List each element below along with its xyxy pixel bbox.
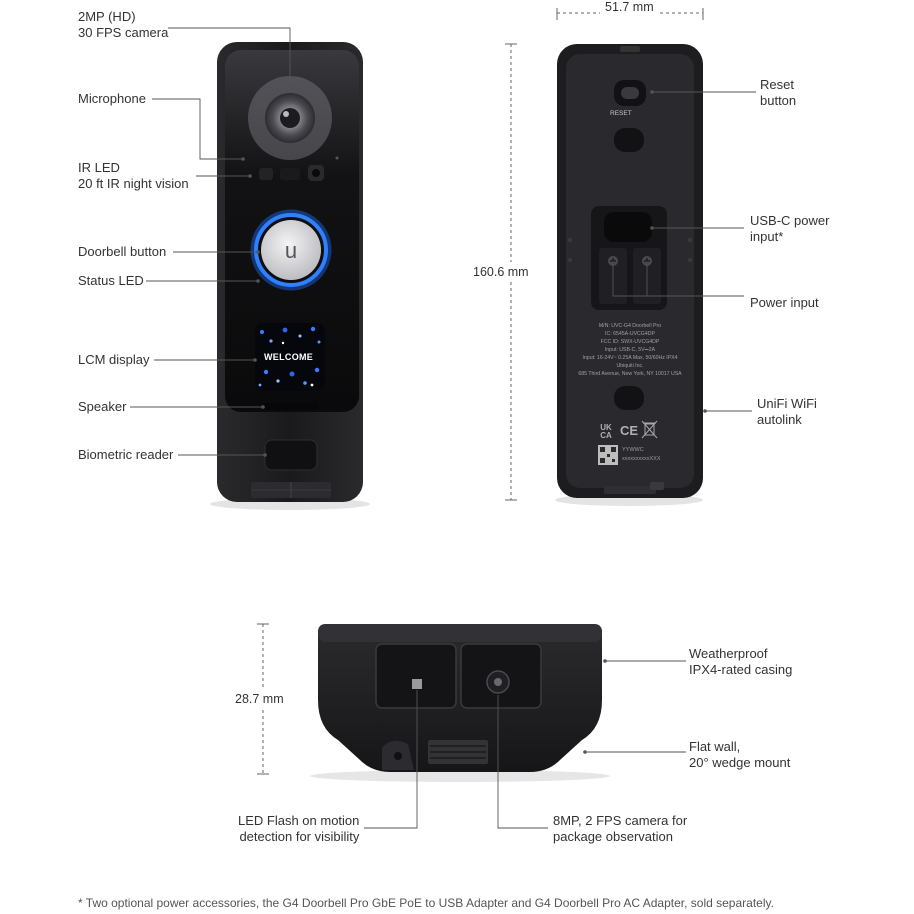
regulatory-info-line: 685 Third Avenue, New York, NY 10017 USA xyxy=(578,371,682,377)
weee-bin-icon xyxy=(641,420,658,439)
bottom-view xyxy=(310,624,610,782)
back-hole-bottom xyxy=(614,386,644,410)
label-lcm-display: LCM display xyxy=(78,352,150,368)
regulatory-info-line: FCC ID: SWX-UVCG4DP xyxy=(600,339,660,345)
label-doorbell-button: Doorbell button xyxy=(78,244,166,260)
leader-dots xyxy=(241,78,707,754)
regulatory-info-line: Input: USB-C, 5V⎓2A xyxy=(604,347,656,353)
leader-lines xyxy=(130,27,756,829)
back-hole-top xyxy=(614,128,644,152)
lcm-sparkles-icon xyxy=(258,326,321,387)
status-led-ring xyxy=(254,213,328,287)
speaker-grille xyxy=(263,403,319,410)
footnote: * Two optional power accessories, the G4… xyxy=(78,896,774,910)
serial-number: xxxxxxxxxxXXX xyxy=(622,456,661,462)
label-status-led-line: Status LED xyxy=(78,273,144,288)
label-flat-wall: Flat wall,20° wedge mount xyxy=(689,739,790,771)
regulatory-info-line: Ubiquiti Inc. xyxy=(616,363,644,369)
dimension-lines xyxy=(257,8,704,775)
label-camera-line: 2MP (HD) xyxy=(78,9,136,24)
lcm-welcome-text: WELCOME xyxy=(264,352,314,362)
front-view: u xyxy=(210,42,370,510)
doorbell-button xyxy=(261,220,321,280)
label-microphone-line: Microphone xyxy=(78,91,146,106)
label-camera: 2MP (HD)30 FPS camera xyxy=(78,9,168,41)
led-flash-window xyxy=(375,643,457,709)
label-unifi-wifi-line: UniFi WiFi xyxy=(757,396,817,411)
height-dimension: 160.6 mm xyxy=(473,265,529,279)
label-power-input: Power input xyxy=(750,295,819,311)
label-doorbell-button-line: Doorbell button xyxy=(78,244,167,259)
lcm-display xyxy=(255,323,325,391)
regulatory-info-line: IC: 6545A-UVCG4DP xyxy=(605,331,655,337)
usb-c-port xyxy=(604,212,652,242)
label-usb-c-line: input* xyxy=(750,229,784,244)
label-speaker: Speaker xyxy=(78,399,126,415)
label-8mp-camera-line: package observation xyxy=(553,829,673,844)
label-reset-button-line: button xyxy=(760,93,797,108)
ukca-mark: UK CA xyxy=(600,423,612,440)
ce-mark: CE xyxy=(620,423,639,438)
label-lcm-display-line: LCM display xyxy=(78,352,150,367)
label-ir-led-line: 20 ft IR night vision xyxy=(78,176,189,191)
label-flat-wall-line: Flat wall, xyxy=(689,739,741,754)
date-code: YYWWC xyxy=(622,447,644,453)
label-8mp-camera-line: 8MP, 2 FPS camera for xyxy=(553,813,688,828)
label-biometric-reader: Biometric reader xyxy=(78,447,173,463)
biometric-reader xyxy=(264,439,318,471)
label-weatherproof-line: Weatherproof xyxy=(689,646,768,661)
label-ir-led-line: IR LED xyxy=(78,160,120,175)
reset-marking: RESET xyxy=(610,110,632,117)
ubiquiti-logo-icon: u xyxy=(285,238,297,263)
label-speaker-line: Speaker xyxy=(78,399,127,414)
label-flat-wall-line: 20° wedge mount xyxy=(689,755,791,770)
label-led-flash-line: LED Flash on motion xyxy=(238,813,360,828)
label-microphone: Microphone xyxy=(78,91,146,107)
regulatory-info-line: M/N: UVC-G4 Doorbell Pro xyxy=(598,323,662,329)
label-usb-c-line: USB-C power xyxy=(750,213,830,228)
regulatory-info-line: Input: 16-24V~ 0.25A Max, 50/60Hz IPX4 xyxy=(582,355,678,361)
label-status-led: Status LED xyxy=(78,273,144,289)
label-unifi-wifi-line: autolink xyxy=(757,412,802,427)
label-weatherproof-line: IPX4-rated casing xyxy=(689,662,793,677)
led-flash-icon xyxy=(412,679,422,689)
width-dimension: 51.7 mm xyxy=(605,0,654,14)
label-led-flash-line: detection for visibility xyxy=(239,829,360,844)
label-reset-button-line: Reset xyxy=(760,77,794,92)
label-biometric-reader-line: Biometric reader xyxy=(78,447,174,462)
label-power-input-line: Power input xyxy=(750,295,819,310)
depth-dimension: 28.7 mm xyxy=(235,692,284,706)
ir-sensor-left xyxy=(259,168,273,180)
label-camera-line: 30 FPS camera xyxy=(78,25,169,40)
